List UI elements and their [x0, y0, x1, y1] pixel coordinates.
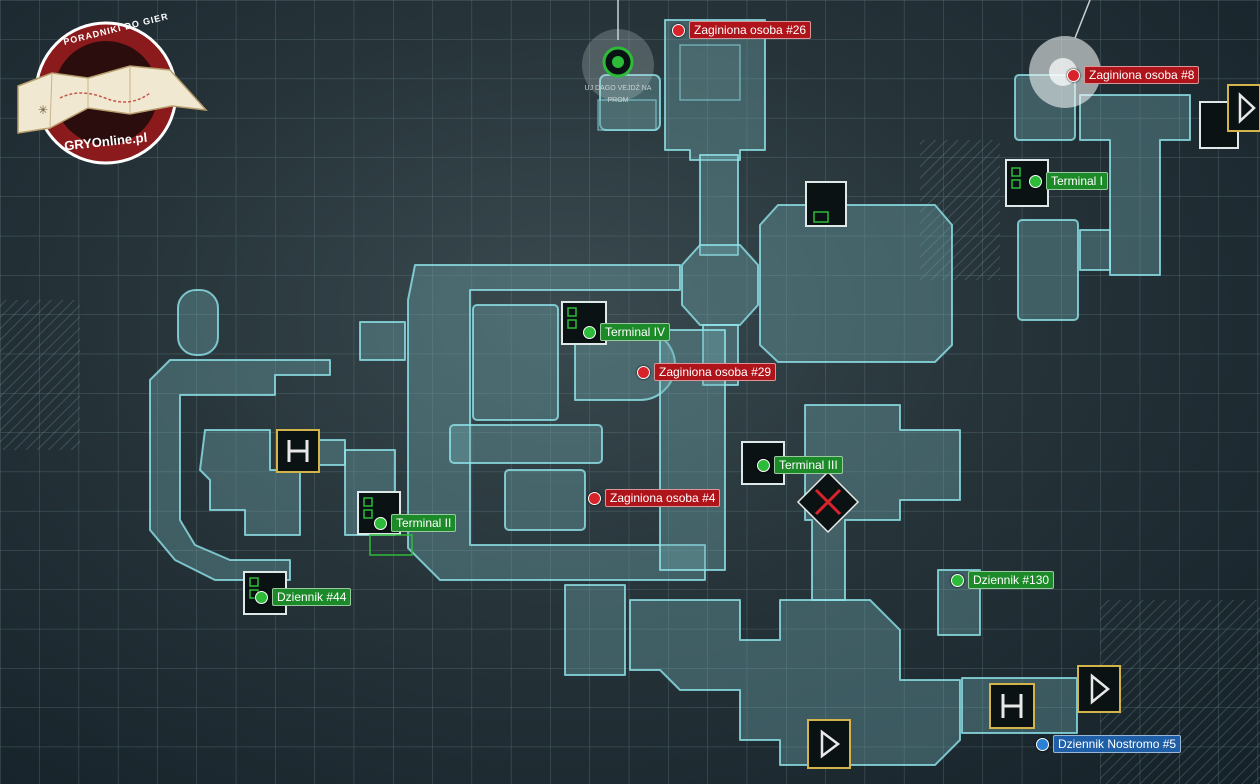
marker-terminal-4[interactable]: Terminal IV: [583, 323, 671, 341]
marker-label: Dziennik #130: [968, 571, 1055, 589]
structure-outline: [679, 44, 741, 101]
marker-label: Zaginiona osoba #8: [1084, 66, 1200, 84]
room-left-dome: [177, 289, 219, 356]
hatched-zone: [1100, 600, 1260, 784]
marker-terminal-2[interactable]: Terminal II: [374, 514, 457, 532]
hazard-cross-icon: [796, 470, 860, 534]
marker-label: Terminal IV: [600, 323, 671, 341]
hatched-zone: [0, 300, 80, 450]
terminal-dot-icon: [374, 516, 387, 530]
marker-label: Zaginiona osoba #29: [654, 363, 777, 381]
objective-target-icon: [582, 0, 654, 101]
room-upper-right: [759, 204, 953, 363]
room-small-left: [359, 321, 406, 361]
marker-label: Terminal III: [774, 456, 843, 474]
lift-sign-line2: PROM: [608, 97, 629, 104]
terminal-dot-icon: [1029, 174, 1042, 188]
marker-terminal-1[interactable]: Terminal I: [1029, 172, 1109, 190]
marker-terminal-3[interactable]: Terminal III: [757, 456, 843, 474]
corridor-lower: [629, 599, 961, 766]
svg-text:✳: ✳: [38, 103, 48, 117]
marker-label: Zaginiona osoba #4: [605, 489, 721, 507]
room-central-a: [472, 304, 559, 421]
missing-person-dot-icon: [672, 23, 685, 37]
marker-log-130[interactable]: Dziennik #130: [951, 571, 1055, 589]
marker-log-44[interactable]: Dziennik #44: [255, 588, 352, 606]
marker-nostromo-log-5[interactable]: Dziennik Nostromo #5: [1036, 735, 1182, 753]
logo-graphic: ✳: [17, 21, 208, 165]
hatched-zone: [920, 140, 1000, 280]
room-mid-right: [804, 404, 961, 601]
elevator-glyph: [287, 440, 1023, 718]
nostromo-log-dot-icon: [1036, 737, 1049, 751]
gryonline-logo: ✳ PORADNIKI DO GIER GRYOnline.pl: [10, 11, 210, 168]
missing-person-dot-icon: [588, 491, 601, 505]
missing-person-dot-icon: [637, 365, 650, 379]
missing-person-dot-icon: [1067, 68, 1080, 82]
room-topright-2: [1017, 219, 1079, 321]
marker-label: Zaginiona osoba #26: [689, 21, 812, 39]
corridor-topright: [1079, 94, 1191, 276]
terminal-dot-icon: [583, 325, 596, 339]
log-dot-icon: [255, 590, 268, 604]
elevator-icon: [276, 429, 1035, 729]
marker-label: Terminal II: [391, 514, 457, 532]
marker-label: Dziennik Nostromo #5: [1053, 735, 1182, 753]
corridor-shaft: [699, 154, 739, 256]
marker-missing-person-29[interactable]: Zaginiona osoba #29: [637, 363, 777, 381]
marker-label: Terminal I: [1046, 172, 1109, 190]
terminal-dot-icon: [757, 458, 770, 472]
wing-left-outer: [149, 359, 331, 581]
marker-missing-person-4[interactable]: Zaginiona osoba #4: [588, 489, 721, 507]
structure-outline: [597, 99, 657, 131]
room-central-c: [504, 469, 586, 531]
room-central-frame: [407, 264, 706, 581]
marker-missing-person-26[interactable]: Zaginiona osoba #26: [672, 21, 812, 39]
room-lower-1: [564, 584, 626, 676]
marker-missing-person-8[interactable]: Zaginiona osoba #8: [1067, 66, 1200, 84]
room-topright-3: [1079, 229, 1111, 271]
room-central-b: [449, 424, 603, 464]
wing-left-inner: [199, 429, 301, 536]
hub-octagon: [681, 244, 759, 326]
marker-label: Dziennik #44: [272, 588, 352, 606]
lift-sign-line1: UJ DAGO VEJDŹ NA: [585, 83, 652, 92]
log-dot-icon: [951, 573, 964, 587]
